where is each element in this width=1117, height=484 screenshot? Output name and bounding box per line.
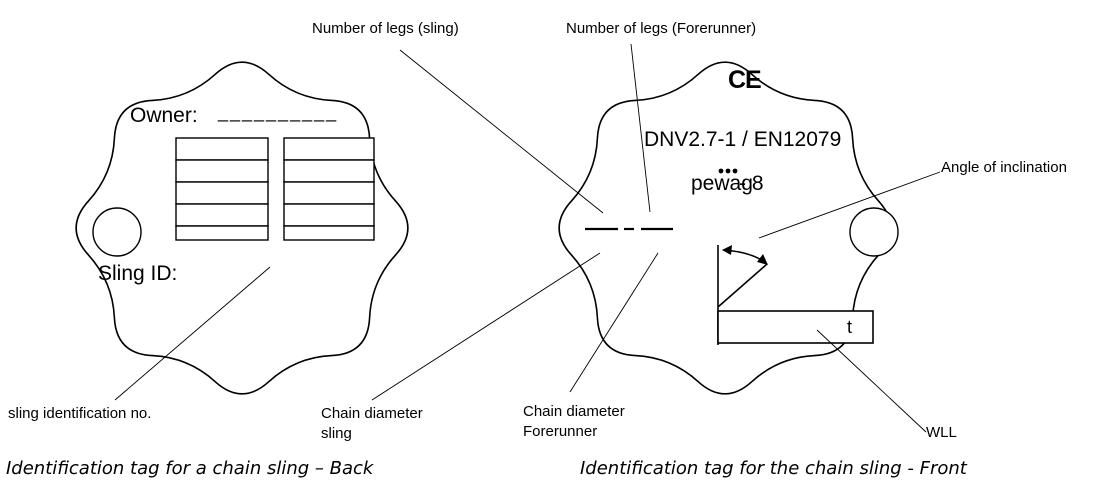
standard-text: DNV2.7-1 / EN12079 — [644, 128, 841, 151]
angle-symbol — [717, 245, 768, 345]
callout-wll: WLL — [926, 424, 957, 441]
front-tag-hole — [849, 207, 899, 257]
wll-unit: t — [847, 317, 852, 337]
caption-back: Identification tag for a chain sling – B… — [6, 458, 375, 479]
brand-dot — [718, 168, 724, 174]
back-grid-left — [175, 137, 269, 241]
svg-text:CE: CE — [728, 66, 761, 94]
grade-text: - 8 — [739, 172, 764, 195]
back-tag-hole — [92, 207, 142, 257]
ce-mark: CE — [728, 66, 762, 94]
sling-id-label: Sling ID: — [98, 262, 177, 285]
brand-line: pewag - 8 — [691, 168, 764, 195]
owner-label: Owner: — [130, 104, 198, 127]
back-grid-right — [283, 137, 375, 241]
callout-legs-sling: Number of legs (sling) — [312, 20, 459, 37]
callout-angle: Angle of inclination — [941, 159, 1067, 176]
callout-sling-id-no: sling identification no. — [8, 405, 151, 422]
callout-legs-forerunner: Number of legs (Forerunner) — [566, 20, 756, 37]
owner-placeholder-line: __________ — [217, 102, 338, 123]
brand-dot — [725, 168, 731, 174]
callout-chain-diameter-sling-2: sling — [321, 425, 352, 442]
callout-chain-diameter-sling: Chain diameter — [321, 405, 423, 422]
wll-box: t — [717, 310, 874, 344]
callout-chain-diameter-forerunner: Chain diameter — [523, 403, 625, 420]
leader-lines — [114, 43, 941, 433]
callout-chain-diameter-forerunner-2: Forerunner — [523, 423, 597, 440]
caption-front: Identification tag for the chain sling -… — [580, 458, 968, 479]
brand-text: pewag — [691, 172, 753, 195]
brand-dot — [732, 168, 738, 174]
